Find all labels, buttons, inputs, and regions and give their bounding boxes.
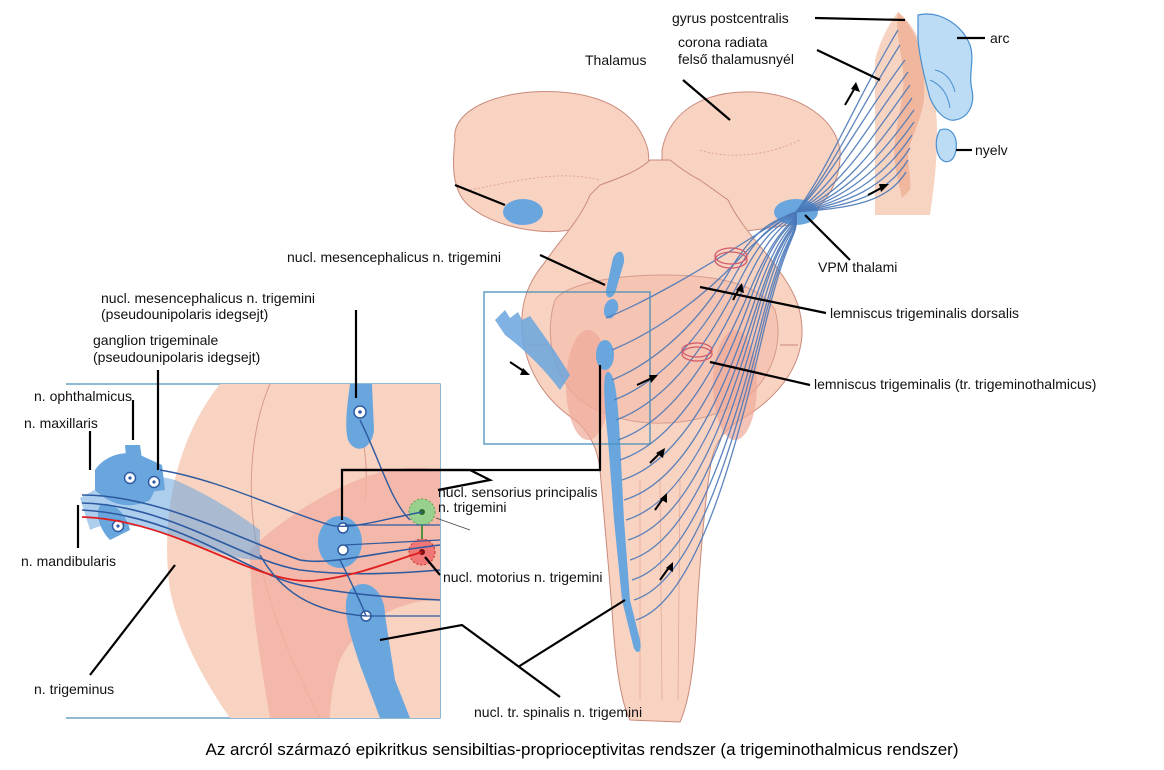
- spinal-trigeminal-nucleus: [604, 372, 641, 652]
- figure-caption: Az arcról származó epikritkus sensibilti…: [206, 740, 959, 759]
- brainstem-illustration: [452, 91, 841, 723]
- vpm-left: [503, 199, 543, 225]
- label-nucl-motorius: nucl. motorius n. trigemini: [443, 569, 603, 585]
- label-nucl-sensorius-1: nucl. sensorius principalis: [438, 484, 598, 500]
- inset-reference-frame: [483, 291, 651, 445]
- inset-principal-nucleus: [318, 516, 362, 568]
- thalamocortical-fibers: [795, 29, 915, 213]
- postcentral-gyrus: [894, 12, 925, 198]
- label-corona-radiata: corona radiata: [678, 34, 768, 50]
- trigeminothalamic-fibers: [605, 211, 797, 621]
- label-ganglion-trigeminale: ganglion trigeminale: [93, 332, 219, 348]
- label-thalamus: Thalamus: [585, 52, 646, 68]
- label-n-mandibularis: n. mandibularis: [21, 553, 116, 569]
- label-vpm-thalami: VPM thalami: [818, 259, 897, 275]
- motor-fiber: [81, 516, 423, 582]
- label-lemniscus-ventralis: lemniscus trigeminalis (tr. trigeminotha…: [814, 376, 1096, 392]
- label-felso-thalamusnyel: felső thalamusnyél: [678, 51, 794, 67]
- principal-sensory-nucleus: [596, 340, 614, 370]
- leader-lines: [76, 16, 985, 698]
- label-gyrus-postcentralis: gyrus postcentralis: [672, 10, 789, 26]
- label-n-maxillaris: n. maxillaris: [24, 415, 98, 431]
- label-nucl-mesencephalicus-right: nucl. mesencephalicus n. trigemini: [287, 249, 501, 265]
- face-map: [917, 13, 974, 121]
- label-arc: arc: [990, 30, 1009, 46]
- inset-panel: [66, 383, 471, 719]
- label-nucl-mesencephalicus-left: nucl. mesencephalicus n. trigemini: [101, 290, 315, 306]
- label-nucl-spinalis: nucl. tr. spinalis n. trigemini: [474, 704, 642, 720]
- mesencephalic-nucleus: [605, 251, 625, 298]
- label-n-ophthalmicus: n. ophthalmicus: [34, 388, 132, 404]
- label-n-trigeminus: n. trigeminus: [34, 681, 114, 697]
- label-lemniscus-dorsalis: lemniscus trigeminalis dorsalis: [830, 305, 1019, 321]
- tongue-map: [935, 128, 957, 163]
- label-nucl-sensorius-2: n. trigemini: [438, 499, 506, 515]
- direction-arrows: [509, 82, 889, 581]
- label-pseudounipolaris-2: (pseudounipolaris idegsejt): [93, 349, 260, 365]
- label-nyelv: nyelv: [975, 142, 1008, 158]
- cortex-face-illustration: [795, 12, 974, 215]
- label-pseudounipolaris-1: (pseudounipolaris idegsejt): [101, 306, 268, 322]
